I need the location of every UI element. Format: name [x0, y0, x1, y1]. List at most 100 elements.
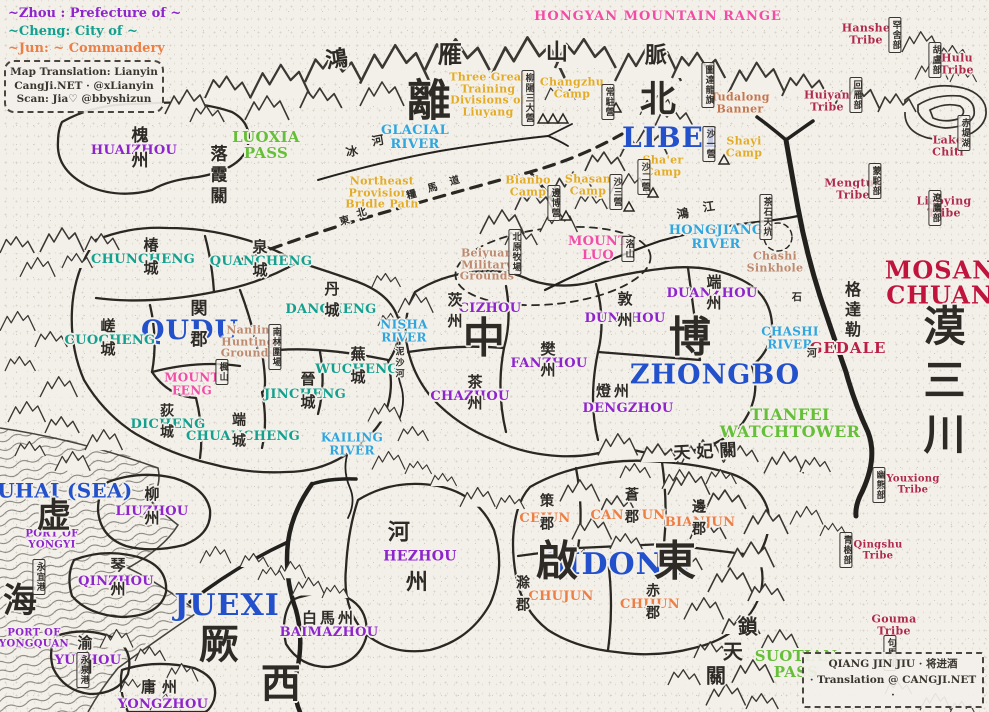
label-chujun: CHUJUN	[528, 589, 594, 605]
label-chars-qudu: 関郡	[186, 299, 207, 361]
label-chars-dunzhou: 敦州	[615, 291, 634, 333]
label-shayi-camp: Shayi Camp	[725, 134, 763, 159]
label-chuancheng: CHUANCHENG	[185, 429, 301, 445]
translation-credit-line-2: Scan: Jia♡ @bbyshizun	[16, 93, 152, 106]
label-qidong: QIDONG	[539, 547, 691, 583]
label-chars-mosan: 漠三川	[917, 304, 966, 466]
label-chijun: CHIJUN	[620, 597, 680, 613]
label-char-xu: 虚	[36, 495, 72, 536]
label-qingshu-tribe: Qingshu Tribe	[853, 539, 903, 561]
label-chars-huaizhou: 槐州	[127, 126, 148, 176]
seal-shaer: 沙二營	[637, 159, 651, 195]
label-shaer-camp: Sha'er Camp	[642, 153, 684, 178]
legend-line-2: ~Jun: ~ Commandery	[8, 41, 165, 57]
label-char-qi: 啟	[535, 536, 579, 586]
seal-chashi-sinkhole: 茶石天坑	[759, 194, 773, 240]
seal-port-yongyi: 永宜港	[32, 559, 46, 595]
label-hezhou: HEZHOU	[383, 548, 457, 565]
label-glacial-river: GLACIAL RIVER	[380, 123, 450, 152]
label-liaoying-tribe: Liaoying Tribe	[916, 194, 972, 219]
label-mosan-chuan: MOSAN CHUAN	[884, 255, 989, 310]
translation-credit-line-0: Map Translation: Lianyin	[10, 66, 158, 78]
label-char-mai: 脈	[644, 43, 668, 69]
legend-line-1: ~Cheng: City of ~	[8, 23, 138, 39]
seal-mount-feng: 楓山	[215, 359, 229, 385]
seal-changzhu: 常駐營	[601, 84, 615, 120]
seal-liuyang-camps: 柳陽三大營	[521, 70, 535, 126]
footer-credit-line-1: · Translation @ CANGJI.NET ·	[809, 673, 977, 701]
river-nisha	[396, 341, 404, 421]
label-dicheng: DICHENG	[130, 417, 206, 433]
label-mount-luo: MOUNT LUO	[567, 234, 629, 263]
label-chars-bianjun: 邊郡	[690, 499, 706, 543]
label-dunzhou: DUNZHOU	[584, 311, 666, 327]
label-chuncheng: CHUNCHENG	[90, 252, 196, 268]
label-chars-cejun: 策郡	[538, 493, 554, 539]
label-xuhai-sea: XUHAI (SEA)	[0, 478, 133, 503]
seal-mount-luo: 洛山	[621, 236, 635, 262]
region-boundaries	[49, 101, 774, 712]
label-dengzhou: DENGZHOU	[582, 401, 674, 417]
label-chars-cizhou: 茨州	[445, 292, 464, 334]
label-chars-fanzhou: 樊州	[538, 341, 557, 383]
label-char-he-hezhou: 河	[387, 520, 411, 546]
seal-shasan: 沙三營	[609, 174, 623, 210]
translation-credit-line-1: CangJi.NET · @xLianyin	[14, 79, 154, 92]
label-bianjun: BIANJUN	[664, 515, 736, 531]
label-quancheng: QUANCHENG	[209, 254, 313, 270]
label-cizhou: CIZHOU	[458, 301, 522, 317]
label-chars-qinzhou: 琴州	[108, 557, 127, 605]
label-huaizhou: HUAIZHOU	[90, 143, 178, 159]
label-char-jue: 厥	[198, 621, 240, 668]
rivers	[188, 115, 875, 712]
beiyuan-grounds-outline	[454, 225, 652, 307]
label-char-he-glacial: 河	[370, 132, 386, 149]
label-port-of-yongquan: PORT OF YONGQUAN	[0, 627, 69, 649]
bridle-path-line	[233, 132, 624, 264]
label-hongjiang-river: HONGJIANG RIVER	[668, 223, 764, 252]
label-wucheng: WUCHENG	[315, 362, 399, 378]
label-cejun: CEJUN	[519, 511, 571, 527]
seal-mengtuo: 蒙駝部	[868, 163, 882, 199]
label-tianfei-watchtower: TIANFEI WATCHTOWER	[719, 405, 861, 441]
label-chars-cangjun: 蒼郡	[623, 487, 639, 531]
river-hongjiang	[543, 214, 800, 292]
label-char-yan: 雁	[437, 40, 463, 69]
river-juexi	[284, 481, 315, 712]
seal-youxiong: 幽熊部	[872, 467, 886, 503]
label-three-great-training: Three Great Training Divisions of Liuyan…	[449, 70, 527, 119]
lake-chiti-drawing	[904, 84, 987, 141]
seal-shayi: 沙一營	[702, 126, 716, 162]
label-duanzhou: DUANZHOU	[666, 286, 758, 302]
label-chars-quancheng: 泉城	[250, 239, 269, 285]
label-beiyuan-grounds: Beiyuan Military Grounds	[459, 246, 515, 283]
label-zhongbo: ZHONGBO	[629, 359, 801, 391]
label-char-bei: 北	[639, 78, 677, 120]
label-char-tian: 天	[722, 639, 744, 664]
label-char-he-chashi: 河	[806, 348, 818, 360]
seal-nanlin: 南林圍場	[268, 324, 282, 370]
label-fanzhou: FANZHOU	[510, 356, 588, 372]
label-bridle-path: Northeast Provisions Bridle Path	[345, 174, 419, 211]
label-youxiong-tribe: Youxiong Tribe	[886, 473, 940, 495]
label-char-path-dao: 道	[448, 174, 462, 188]
label-char-hong-jiang: 鴻	[675, 205, 691, 222]
label-mengtuo-tribe: Mengtuo Tribe	[824, 176, 882, 201]
label-char-dong: 東	[653, 536, 697, 586]
label-tudalong-banner: Tudalong Banner	[710, 90, 770, 115]
label-chars-wucheng: 蕪城	[348, 346, 367, 392]
label-char-bing: 冰	[344, 143, 360, 160]
label-char-hai: 海	[2, 580, 38, 621]
chashi-sinkhole-outline	[763, 222, 793, 252]
label-chars-liuzhou: 柳州	[142, 486, 161, 534]
label-char-suo: 鎖	[737, 614, 759, 639]
label-chashi-river: CHASHI RIVER	[761, 324, 819, 351]
label-gedale: GEDALE	[809, 339, 887, 358]
label-char-xi: 西	[260, 660, 302, 707]
seal-port-yongquan: 永泉港	[76, 652, 90, 688]
label-char-shan: 山	[545, 40, 569, 66]
seal-huiyan: 回雁部	[849, 77, 863, 113]
label-juexi: JUEXI	[174, 588, 280, 624]
label-chars-duanzhou: 端州	[704, 274, 723, 316]
